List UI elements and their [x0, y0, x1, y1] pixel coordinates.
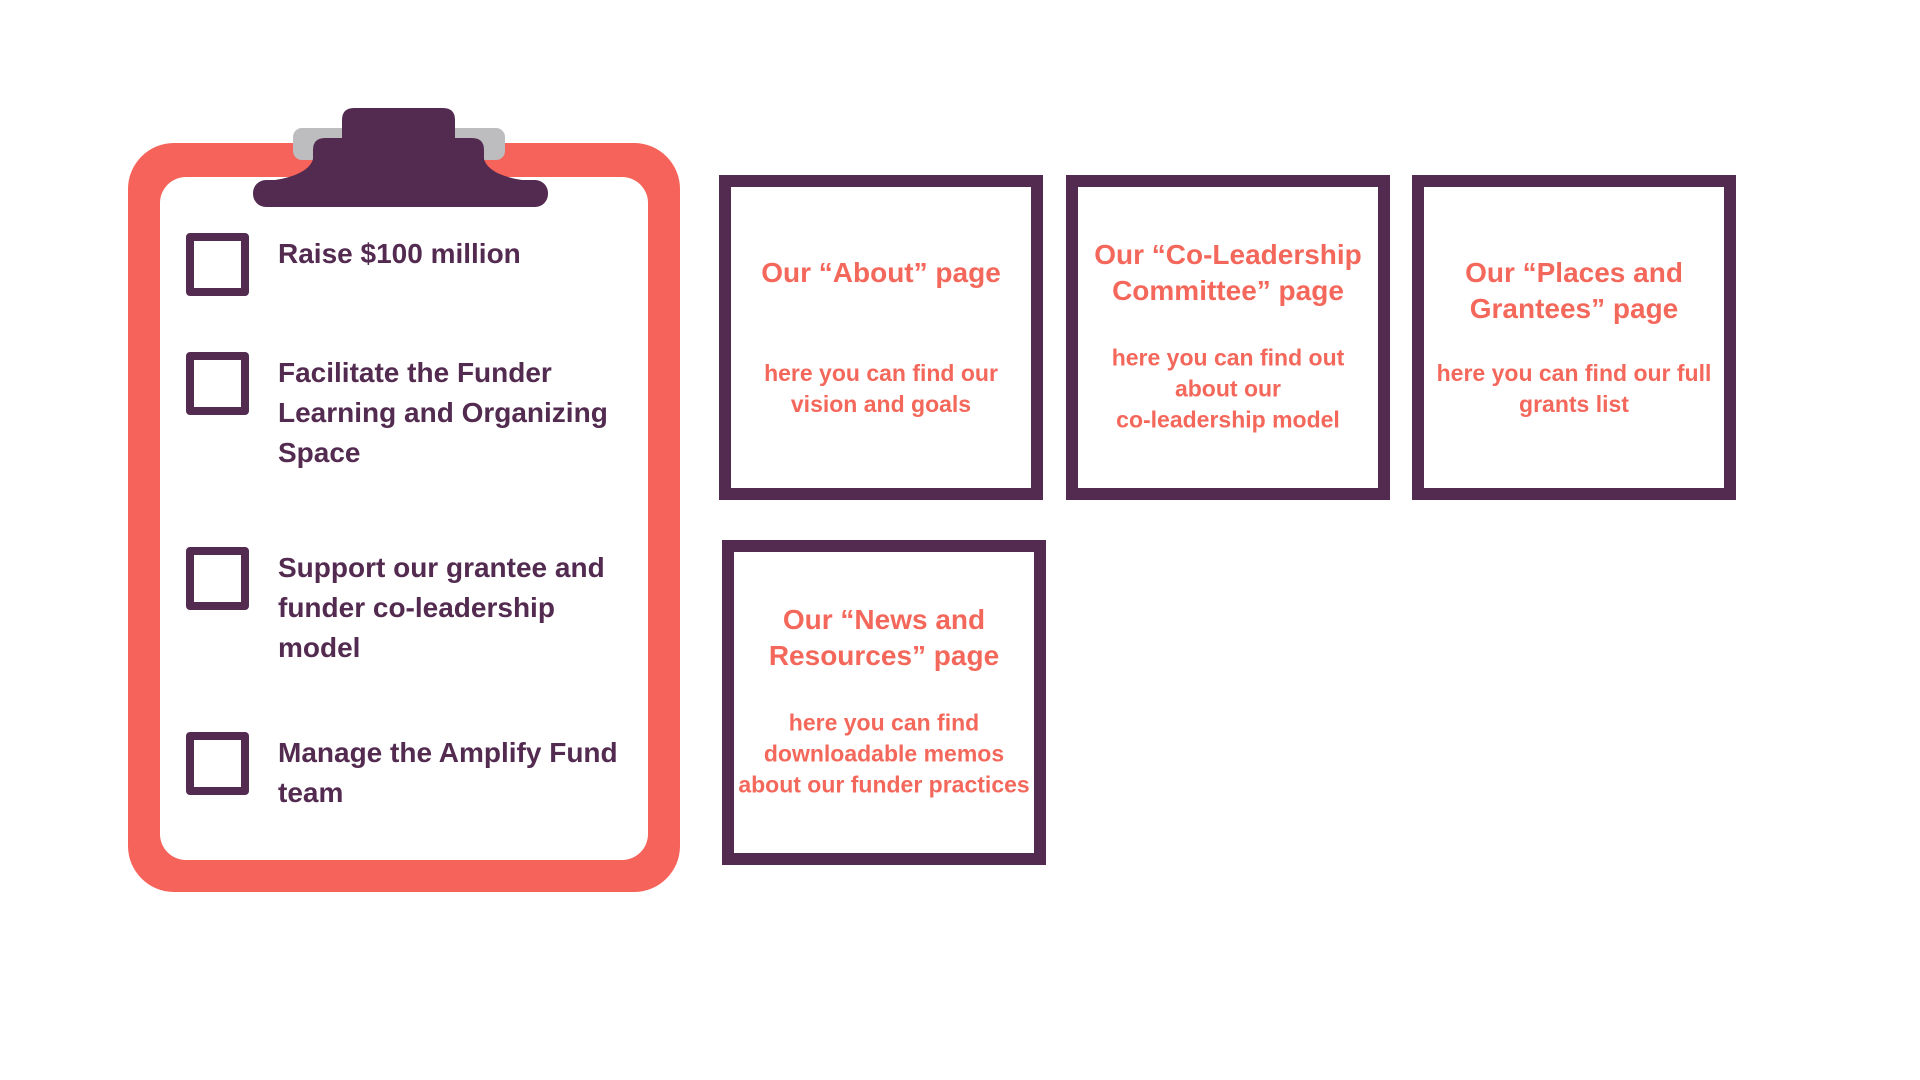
card-title-line: Our “Co-Leadership — [1094, 238, 1362, 270]
card-news-and-resources-page: Our “News and Resources” page here you c… — [722, 540, 1046, 865]
checklist-line: Manage the Amplify Fund — [278, 737, 618, 768]
card-co-leadership-description: here you can find out about our co-leade… — [1070, 342, 1386, 435]
card-news-resources-description: here you can find downloadable memos abo… — [726, 707, 1042, 800]
card-body-line: vision and goals — [790, 390, 972, 417]
checklist-line: funder co-leadership — [278, 592, 555, 623]
card-body-line: grants list — [1519, 390, 1629, 417]
card-news-resources-title: Our “News and Resources” page — [728, 602, 1040, 674]
checklist-item-1: Raise $100 million — [186, 233, 521, 296]
card-co-leadership-title: Our “Co-Leadership Committee” page — [1072, 237, 1384, 309]
card-about-page: Our “About” page here you can find our v… — [719, 175, 1043, 500]
card-title-line: Committee” page — [1112, 274, 1344, 306]
card-body-line: here you can find our — [764, 359, 998, 386]
card-body-line: co-leadership model — [1116, 406, 1340, 433]
checklist-item-1-label: Raise $100 million — [278, 234, 521, 274]
card-body-line: here you can find our full — [1436, 359, 1712, 386]
checkbox-raise-100-million[interactable] — [186, 233, 249, 296]
checklist-item-3: Support our grantee and funder co-leader… — [186, 547, 605, 668]
card-body-line: here you can find out — [1111, 344, 1345, 371]
checklist-line: model — [278, 632, 361, 663]
checklist-item-4-label: Manage the Amplify Fund team — [278, 733, 618, 813]
checkbox-facilitate-funder-space[interactable] — [186, 352, 249, 415]
card-title-line: Our “Places and — [1465, 256, 1683, 288]
clip-top-shape — [275, 108, 522, 180]
checklist-line: Space — [278, 437, 361, 468]
checklist-item-3-label: Support our grantee and funder co-leader… — [278, 548, 605, 668]
card-about-title: Our “About” page — [725, 255, 1037, 291]
card-about-description: here you can find our vision and goals — [723, 358, 1039, 420]
checklist-line: Learning and Organizing — [278, 397, 608, 428]
clip-base-bar — [253, 180, 548, 207]
clipboard-clip-icon — [253, 108, 548, 207]
card-title-line: Our “About” page — [761, 256, 1001, 288]
card-title-line: Our “News and — [782, 603, 986, 635]
card-body-line: downloadable memos — [763, 740, 1005, 767]
card-places-and-grantees-page: Our “Places and Grantees” page here you … — [1412, 175, 1736, 500]
card-title-line: Grantees” page — [1469, 292, 1679, 324]
checklist-item-4: Manage the Amplify Fund team — [186, 732, 618, 813]
card-places-grantees-description: here you can find our full grants list — [1416, 358, 1732, 420]
checklist-line: team — [278, 777, 344, 808]
checklist-line: Raise $100 million — [278, 238, 521, 269]
checklist-item-2: Facilitate the Funder Learning and Organ… — [186, 352, 608, 473]
checklist-line: Facilitate the Funder — [278, 357, 552, 388]
checklist-item-2-label: Facilitate the Funder Learning and Organ… — [278, 353, 608, 473]
checkbox-support-co-leadership[interactable] — [186, 547, 249, 610]
card-body-line: about our — [1174, 375, 1282, 402]
card-co-leadership-committee-page: Our “Co-Leadership Committee” page here … — [1066, 175, 1390, 500]
clipboard-illustration: Raise $100 million Facilitate the Funder… — [128, 108, 680, 892]
card-places-grantees-title: Our “Places and Grantees” page — [1418, 255, 1730, 327]
checklist-line: Support our grantee and — [278, 552, 605, 583]
card-body-line: about our funder practices — [738, 771, 1030, 798]
checkbox-manage-amplify-team[interactable] — [186, 732, 249, 795]
card-title-line: Resources” page — [768, 639, 1000, 671]
card-body-line: here you can find — [788, 709, 980, 736]
